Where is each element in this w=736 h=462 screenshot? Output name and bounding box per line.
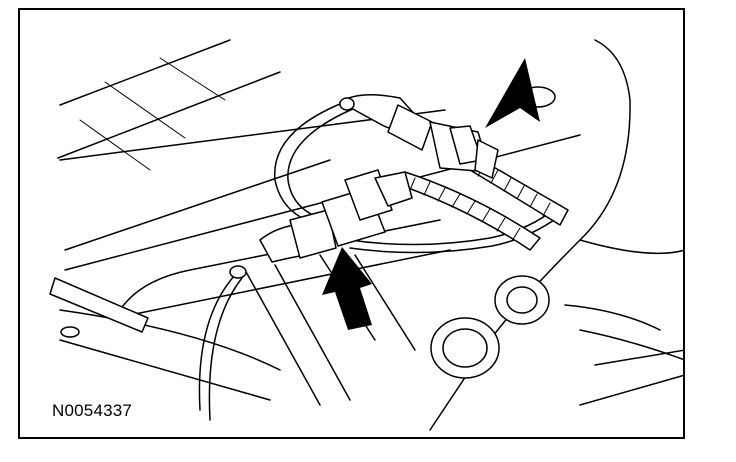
lower-connector (229, 169, 413, 279)
floor-holes (430, 275, 550, 379)
connector-illustration (49, 39, 683, 431)
wiring-harness (198, 99, 566, 421)
floor-panel (57, 39, 581, 406)
lower-connector-arrow (322, 247, 372, 330)
side-rail (49, 277, 149, 338)
upper-connector-arrow (485, 58, 540, 128)
figure-id-label: N0054337 (52, 401, 133, 420)
illustration-frame: N0054337 (18, 8, 685, 439)
upper-connector (339, 94, 499, 179)
